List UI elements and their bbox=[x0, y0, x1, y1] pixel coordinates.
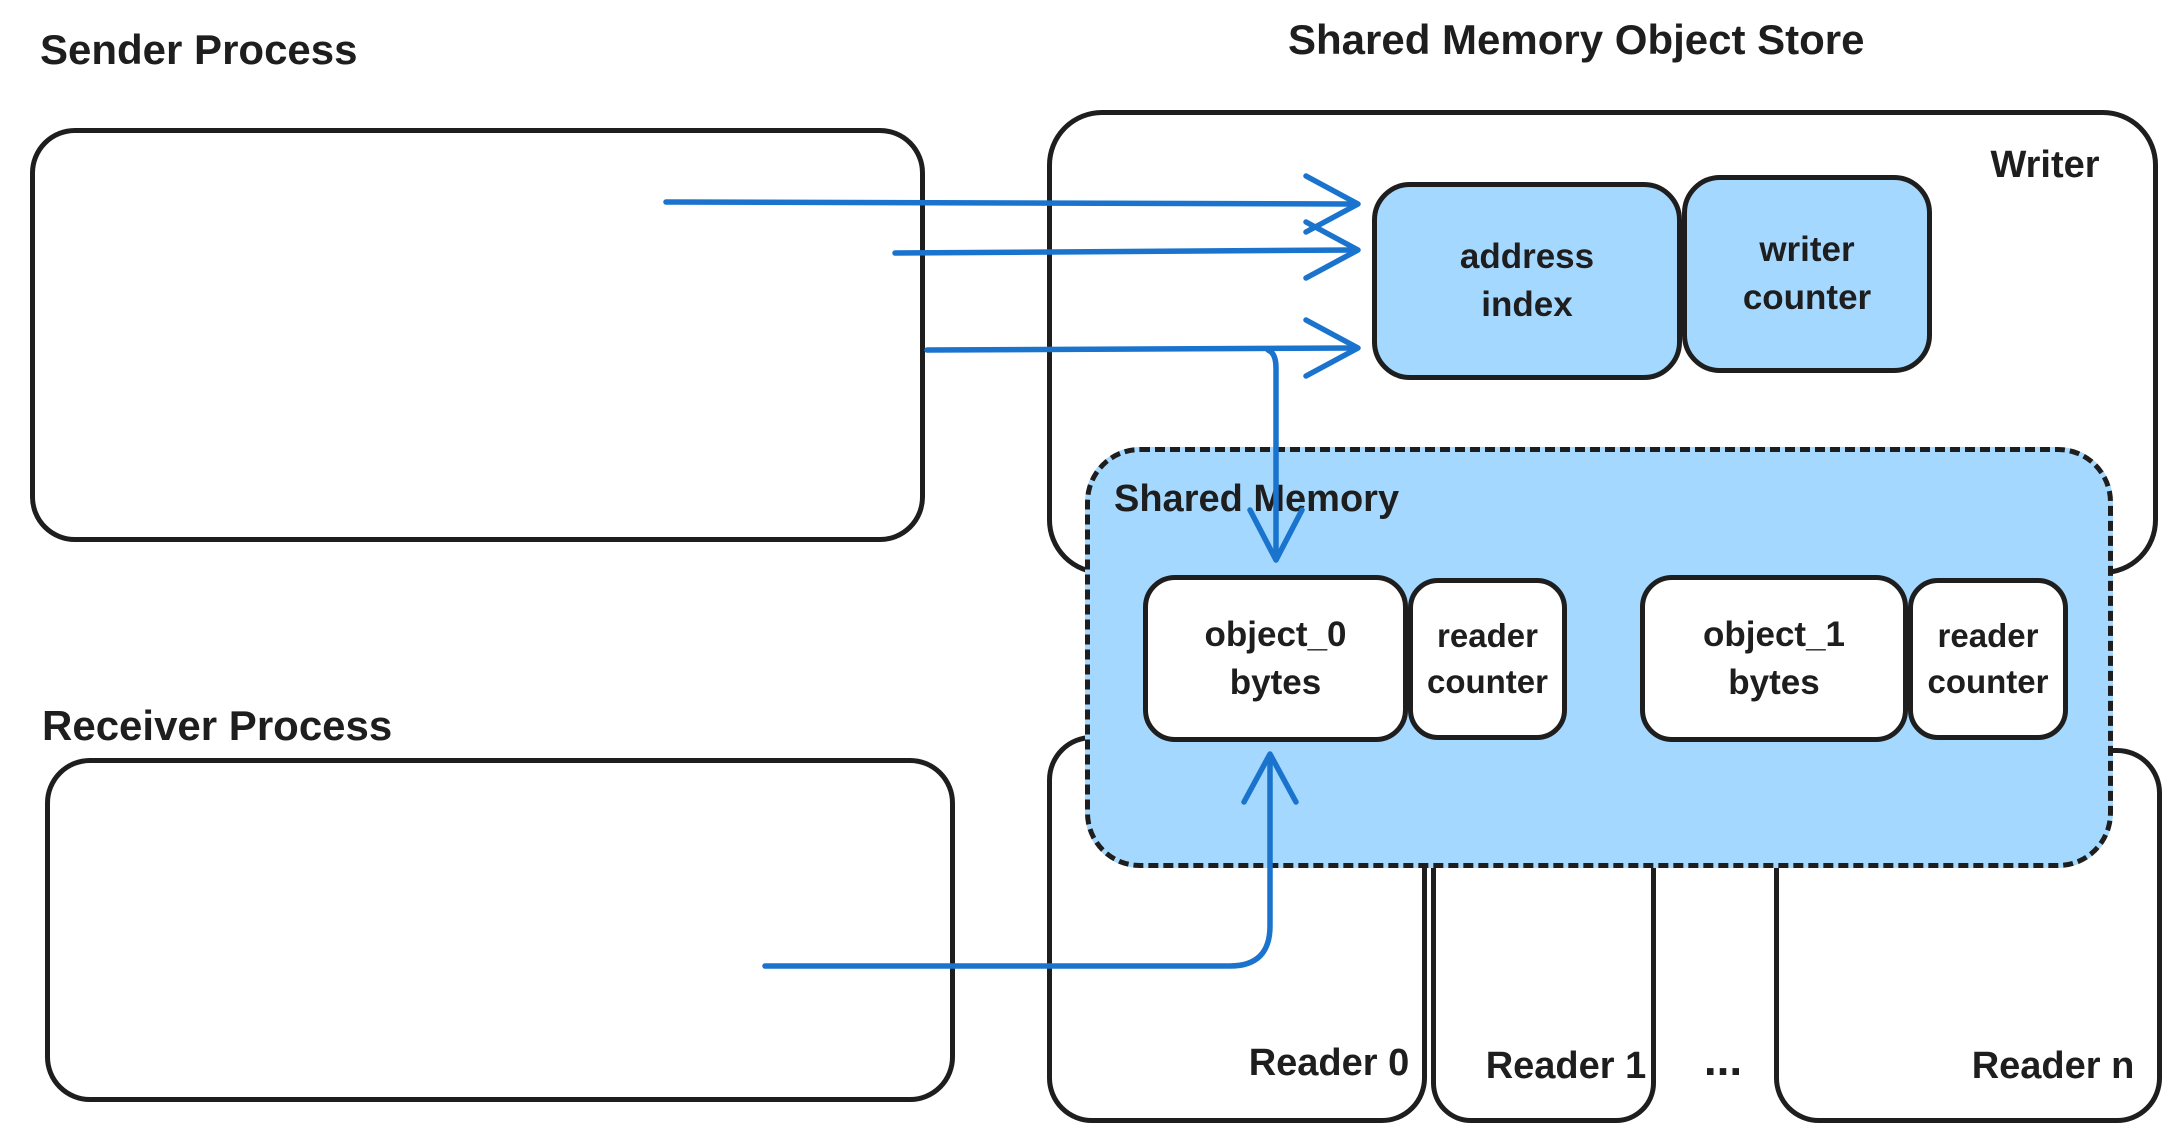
reader-counter-0-box bbox=[1408, 578, 1567, 740]
reader-0-label: Reader 0 bbox=[1248, 1042, 1410, 1084]
reader-counter-1-label: reader counter bbox=[1927, 617, 2049, 700]
writer-label: Writer bbox=[1990, 144, 2100, 186]
reader-counter-1-box bbox=[1908, 578, 2068, 740]
reader-counter-0-label: reader counter bbox=[1426, 617, 1548, 700]
writer-counter-label: writer counter bbox=[1742, 230, 1872, 317]
object-1-label: object_1 bytes bbox=[1703, 614, 1845, 702]
reader-ellipsis: ... bbox=[1703, 1033, 1743, 1085]
shared-memory-label: Shared Memory bbox=[1114, 478, 1400, 520]
address-index-label: address index bbox=[1459, 237, 1595, 324]
reader-n-label: Reader n bbox=[1971, 1045, 2135, 1087]
object-0-label: object_0 bytes bbox=[1204, 614, 1347, 702]
object-0-box bbox=[1143, 575, 1408, 742]
object-1-box bbox=[1640, 575, 1908, 742]
receiver-process-title: Receiver Process bbox=[42, 702, 393, 749]
sender-process-title: Sender Process bbox=[40, 26, 358, 73]
sender-process-box bbox=[30, 128, 925, 542]
writer-counter-box bbox=[1682, 175, 1932, 373]
address-index-box bbox=[1372, 182, 1682, 380]
receiver-process-box bbox=[45, 758, 955, 1102]
reader-1-label: Reader 1 bbox=[1485, 1045, 1647, 1087]
store-title: Shared Memory Object Store bbox=[1288, 16, 1865, 63]
